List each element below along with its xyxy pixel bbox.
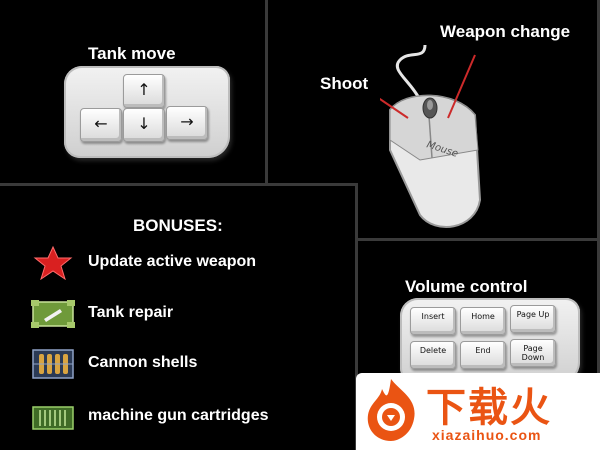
- up-arrow-key: ↑: [123, 74, 165, 108]
- divider-horizontal-right: [355, 238, 600, 241]
- divider-horizontal-top: [0, 183, 358, 186]
- bonus-text-update-weapon: Update active weapon: [88, 253, 257, 270]
- cannon-shells-crate-icon: [32, 349, 74, 379]
- flame-logo-icon: [367, 379, 415, 441]
- bonus-text-mg-cartridges: machine gun cartridges: [88, 407, 269, 424]
- mouse-illustration: Mouse: [380, 44, 482, 228]
- divider-vertical-bottom: [355, 183, 358, 450]
- frame-border-right: [597, 0, 600, 450]
- shoot-label: Shoot: [320, 74, 369, 93]
- volume-control-title: Volume control: [405, 277, 528, 296]
- right-arrow-key: →: [166, 106, 208, 140]
- home-key: Home: [460, 307, 506, 335]
- page-down-key: Page Down: [510, 339, 556, 367]
- insert-key: Insert: [410, 307, 456, 335]
- delete-key: Delete: [410, 341, 456, 369]
- repair-kit-icon: [31, 300, 75, 328]
- bonus-text-tank-repair: Tank repair: [88, 304, 174, 321]
- watermark-brand: 下载火: [426, 385, 552, 431]
- left-arrow-key: ←: [80, 108, 122, 142]
- end-key: End: [460, 341, 506, 369]
- watermark: 下载火 xiazaihuo.com: [356, 373, 600, 450]
- tank-move-title: Tank move: [88, 44, 176, 63]
- bonus-text-cannon-shells: Cannon shells: [88, 354, 198, 371]
- red-star-icon: [33, 246, 73, 280]
- page-up-key: Page Up: [510, 305, 556, 333]
- bonuses-title: BONUSES:: [133, 216, 223, 235]
- down-arrow-key: ↓: [123, 108, 165, 142]
- weapon-change-label: Weapon change: [440, 22, 571, 41]
- machine-gun-cartridges-crate-icon: [32, 406, 74, 430]
- divider-vertical-top: [265, 0, 268, 185]
- watermark-url: xiazaihuo.com: [432, 427, 542, 443]
